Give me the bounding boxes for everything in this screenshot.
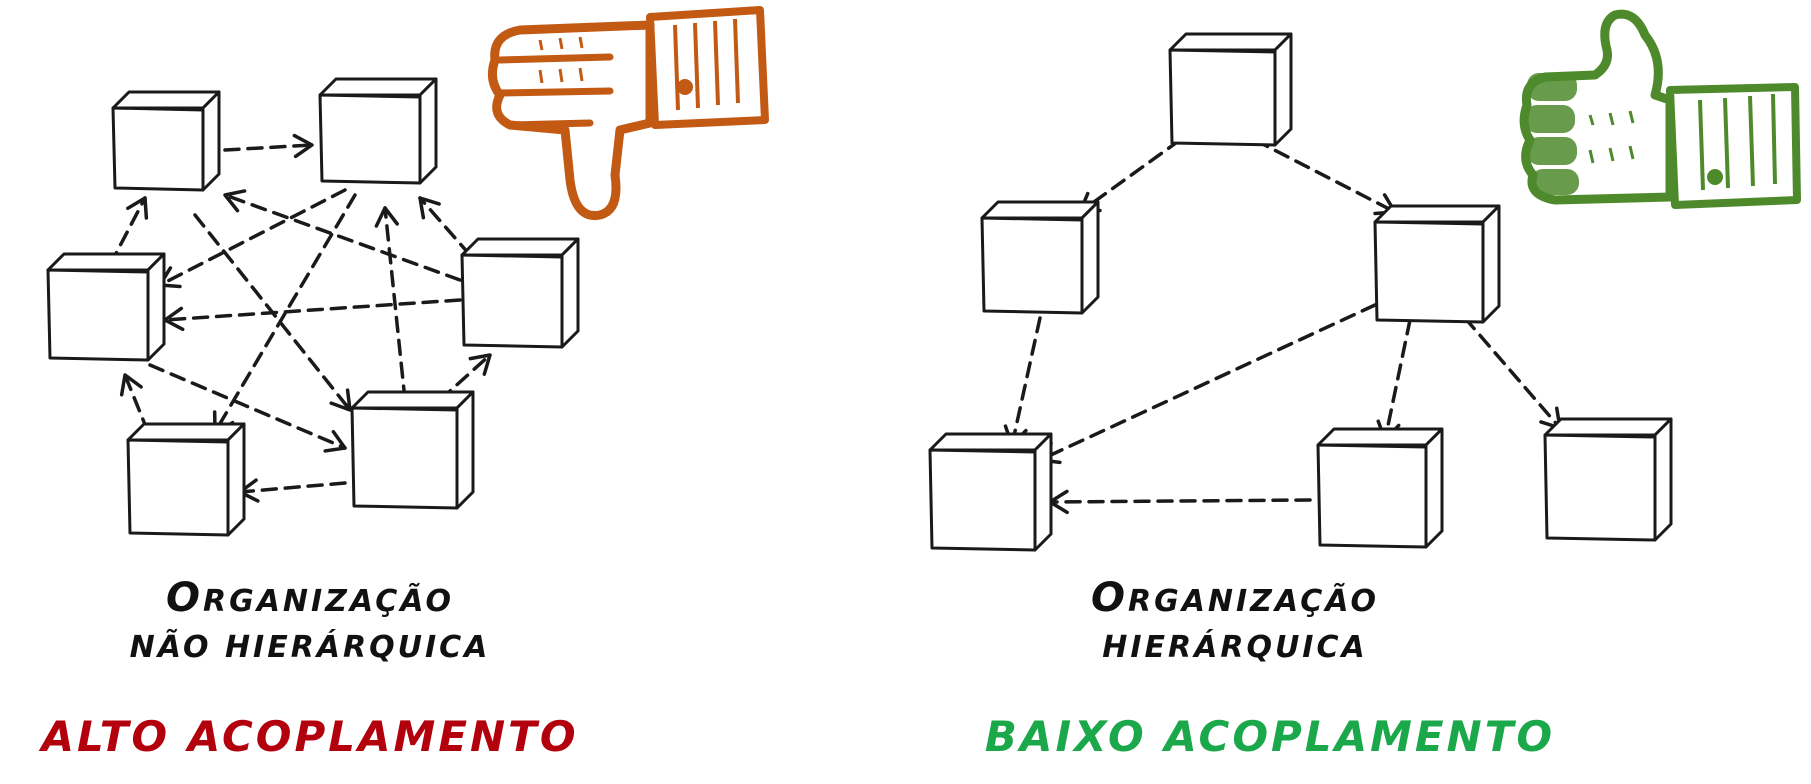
- module-box-right-R: [1168, 32, 1293, 147]
- module-box-left-B: [318, 77, 438, 185]
- left-caption: ORGANIZAÇÃO NÃO HIERÁRQUICA: [60, 575, 560, 671]
- right-verdict: BAIXO ACOPLAMENTO: [984, 712, 1556, 761]
- right-module-boxes: [928, 32, 1673, 552]
- module-box-right-R2: [1543, 417, 1673, 542]
- right-caption-line1: ORGANIZAÇÃO: [985, 575, 1485, 625]
- dependency-arrow-b-e: [212, 193, 357, 434]
- dependency-arrow-f-e: [238, 478, 347, 503]
- right-dependency-arrows: [1003, 138, 1562, 515]
- left-caption-rest: RGANIZAÇÃO: [202, 584, 455, 619]
- dependency-arrow-d-a: [223, 189, 462, 282]
- dependency-arrow-a-b: [223, 133, 314, 159]
- thumbs-down-icon: [487, 6, 769, 221]
- left-caption-initial: O: [165, 575, 203, 621]
- dependency-arrow-r1-m2: [1376, 318, 1412, 442]
- thumbs-up-icon: [1519, 9, 1801, 209]
- dependency-arrow-a-f: [193, 213, 352, 412]
- module-box-right-L1: [980, 200, 1100, 315]
- module-box-left-E: [126, 422, 246, 537]
- module-box-left-F: [350, 390, 475, 510]
- module-box-right-M2: [1316, 427, 1444, 549]
- dependency-arrow-l1-l2: [1003, 316, 1042, 447]
- left-caption-line1: ORGANIZAÇÃO: [60, 575, 560, 625]
- right-caption-initial: O: [1090, 575, 1128, 621]
- module-box-right-R1: [1373, 204, 1501, 324]
- right-caption-rest: RGANIZAÇÃO: [1127, 584, 1380, 619]
- dependency-arrow-d-c: [163, 298, 462, 332]
- left-module-boxes: [46, 77, 580, 537]
- dependency-arrow-f-b: [374, 206, 407, 402]
- right-caption: ORGANIZAÇÃO HIERÁRQUICA: [985, 575, 1485, 671]
- left-dependency-arrows: [108, 133, 492, 503]
- dependency-arrow-d-b: [418, 196, 472, 257]
- module-box-right-L2: [928, 432, 1053, 552]
- dependency-arrow-r-r1: [1253, 138, 1397, 216]
- left-verdict: ALTO ACOPLAMENTO: [41, 712, 579, 761]
- module-box-left-D: [460, 237, 580, 349]
- module-box-left-C: [46, 252, 166, 362]
- right-caption-line2: HIERÁRQUICA: [1102, 630, 1368, 665]
- dependency-arrow-r1-r2: [1463, 316, 1562, 430]
- dependency-arrow-c-f: [148, 363, 347, 453]
- left-caption-line2: NÃO HIERÁRQUICA: [129, 630, 491, 665]
- dependency-arrow-m2-l2: [1048, 489, 1312, 515]
- module-box-left-A: [111, 90, 221, 192]
